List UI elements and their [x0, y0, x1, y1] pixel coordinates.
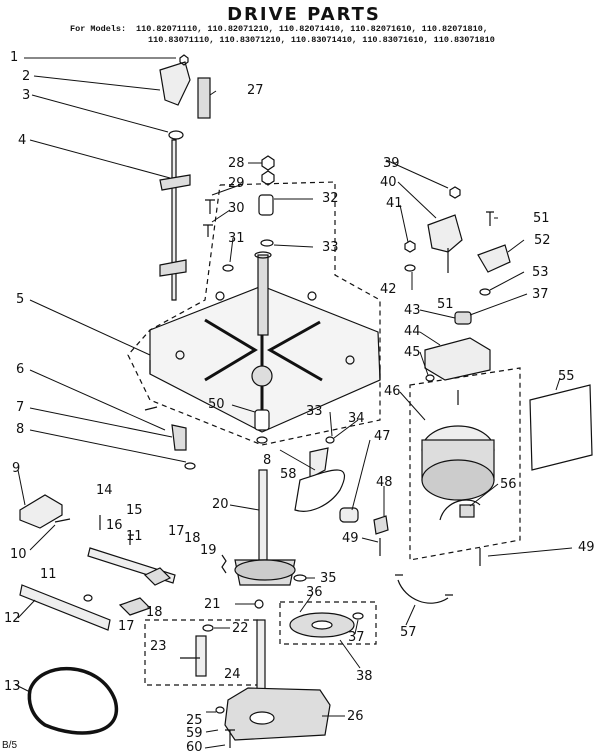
callout-8b: 8 — [263, 453, 272, 468]
callout-28: 28 — [228, 156, 245, 171]
callout-6: 6 — [16, 362, 25, 377]
callout-37: 37 — [348, 630, 365, 645]
callout-22: 22 — [232, 621, 249, 636]
callout-60: 60 — [186, 740, 203, 755]
callout-7: 7 — [16, 400, 25, 415]
gearcase-26 — [224, 687, 331, 741]
callout-20: 20 — [212, 497, 229, 512]
drive-belt-13 — [27, 667, 119, 735]
callout-14: 14 — [96, 483, 113, 498]
callout-30: 30 — [228, 201, 245, 216]
callout-12: 12 — [4, 611, 21, 626]
callout-49b: 49 — [578, 540, 595, 555]
callout-59: 59 — [186, 726, 203, 741]
callout-33: 33 — [322, 240, 339, 255]
callout-17: 17 — [168, 524, 185, 539]
rail-12 — [19, 584, 111, 631]
callout-58: 58 — [280, 467, 297, 482]
callout-46: 46 — [384, 384, 401, 399]
bracket-2 — [159, 61, 191, 106]
callout-10: 10 — [10, 547, 27, 562]
shaft-20 — [258, 469, 268, 561]
link-7 — [171, 424, 187, 451]
callout-37b: 37 — [532, 287, 549, 302]
callout-3: 3 — [22, 88, 31, 103]
callout-11b: 11 — [40, 567, 57, 582]
callout-52: 52 — [534, 233, 551, 248]
callout-25: 25 — [186, 713, 203, 728]
callout-11: 11 — [126, 529, 143, 544]
callout-32: 32 — [322, 191, 339, 206]
callout-51: 51 — [533, 211, 550, 226]
page-code: B/5 — [2, 740, 18, 751]
cover-55 — [529, 384, 593, 471]
rod-27 — [197, 77, 211, 119]
callout-55: 55 — [558, 369, 575, 384]
callout-1: 1 — [10, 50, 19, 65]
callout-33b: 33 — [306, 404, 323, 419]
center-post — [257, 254, 269, 336]
collar-50 — [254, 409, 270, 431]
callout-31: 31 — [228, 231, 245, 246]
callout-51b: 51 — [437, 297, 454, 312]
bushing-32 — [258, 194, 274, 216]
models-line-2: 110.83071110, 110.83071210, 110.83071410… — [148, 35, 495, 45]
models-line-1: 110.82071110, 110.82071210, 110.82071410… — [136, 24, 488, 34]
callout-47: 47 — [374, 429, 391, 444]
callout-2: 2 — [22, 69, 31, 84]
callout-49: 49 — [342, 531, 359, 546]
clip-57 — [397, 579, 449, 604]
callout-4: 4 — [18, 133, 27, 148]
diagram-title: DRIVE PARTS — [227, 4, 381, 25]
callout-53: 53 — [532, 265, 549, 280]
callout-48: 48 — [376, 475, 393, 490]
callout-35: 35 — [320, 571, 337, 586]
callout-44: 44 — [404, 324, 421, 339]
callout-17b: 17 — [118, 619, 135, 634]
callout-50: 50 — [208, 397, 225, 412]
callout-18: 18 — [184, 531, 201, 546]
models-label: For Models: — [70, 24, 127, 34]
lever-arm — [171, 139, 177, 301]
callout-9: 9 — [12, 461, 21, 476]
callout-42: 42 — [380, 282, 397, 297]
callout-18b: 18 — [146, 605, 163, 620]
callout-15: 15 — [126, 503, 143, 518]
callout-8: 8 — [16, 422, 25, 437]
callout-56: 56 — [500, 477, 517, 492]
callout-23: 23 — [150, 639, 167, 654]
callout-43: 43 — [404, 303, 421, 318]
callout-38: 38 — [356, 669, 373, 684]
callout-34: 34 — [348, 411, 365, 426]
callout-29: 29 — [228, 176, 245, 191]
callout-19: 19 — [200, 543, 217, 558]
callout-57: 57 — [400, 625, 417, 640]
callout-41: 41 — [386, 196, 403, 211]
callout-45: 45 — [404, 345, 421, 360]
callout-39: 39 — [383, 156, 400, 171]
callout-24: 24 — [224, 667, 241, 682]
callout-26: 26 — [347, 709, 364, 724]
callout-13: 13 — [4, 679, 21, 694]
callout-5: 5 — [16, 292, 25, 307]
callout-21: 21 — [204, 597, 221, 612]
callout-36: 36 — [306, 585, 323, 600]
callout-16: 16 — [106, 518, 123, 533]
callout-27: 27 — [247, 83, 264, 98]
callout-40: 40 — [380, 175, 397, 190]
